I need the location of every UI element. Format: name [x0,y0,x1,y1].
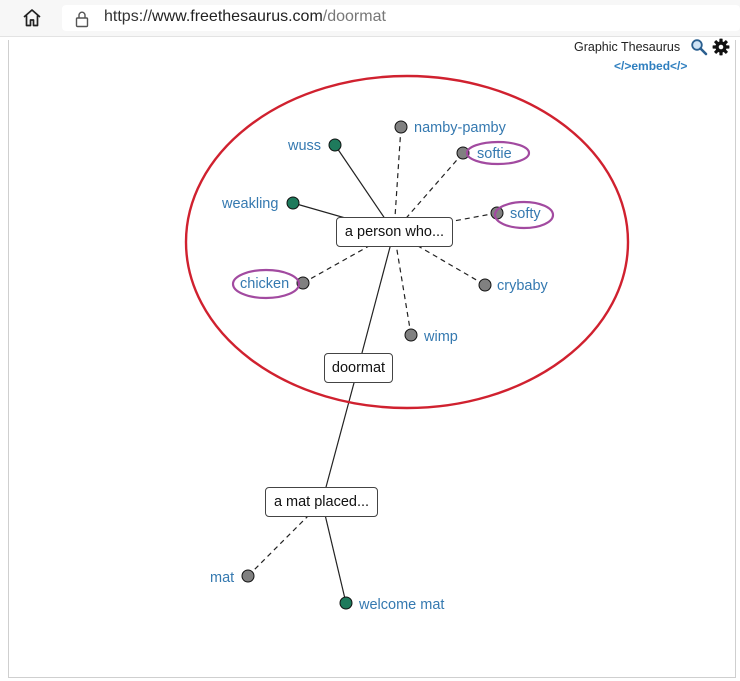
edge-wimp [393,231,412,336]
word-softy[interactable]: softy [510,206,541,222]
thesaurus-panel [8,40,736,678]
word-chicken[interactable]: chicken [240,276,290,292]
node-mat[interactable] [241,569,255,583]
url-path: /doormat [322,8,386,25]
word-crybaby[interactable]: crybaby [497,278,548,294]
embed-link[interactable]: </>embed</> [614,59,688,73]
home-icon[interactable] [20,6,44,30]
word-weakling[interactable]: weakling [222,196,279,212]
sense-node-mat-label: a mat placed... [273,494,370,510]
sense-node-mat[interactable]: a mat placed... [265,487,378,517]
annotation-highlight-softie [465,140,531,166]
annotation-highlight-softy [493,200,555,230]
edge-root-sense-1 [357,231,395,369]
url-text[interactable]: https://www.freethesaurus.com/doormat [104,8,386,26]
node-chicken[interactable] [296,276,310,290]
node-welcome-mat[interactable] [339,596,353,610]
url-host: www.freethesaurus.com [152,8,323,25]
root-node-doormat[interactable]: doormat [324,353,393,383]
node-wuss[interactable] [328,138,342,152]
root-node-label: doormat [331,360,386,376]
annotation-circle-sense-1 [184,74,630,410]
browser-toolbar: https://www.freethesaurus.com/doormat [0,0,740,37]
node-softie[interactable] [456,146,470,160]
url-scheme: https:// [104,8,153,25]
sense-node-person-label: a person who... [344,224,445,240]
word-welcome-mat[interactable]: welcome mat [359,597,445,613]
address-bar[interactable]: https://www.freethesaurus.com/doormat [62,5,740,31]
word-softie[interactable]: softie [477,146,512,162]
annotation-highlight-chicken [231,268,301,300]
gear-icon[interactable] [712,38,730,56]
search-icon[interactable] [690,38,708,56]
edge-welcome-mat [321,501,347,604]
lock-icon [75,11,89,28]
edge-root-sense-2 [321,367,359,503]
node-crybaby[interactable] [478,278,492,292]
node-weakling[interactable] [286,196,300,210]
node-wimp[interactable] [404,328,418,342]
graphic-thesaurus-title: Graphic Thesaurus [574,40,681,54]
word-wuss[interactable]: wuss [288,138,322,154]
word-namby-pamby[interactable]: namby-pamby [414,120,506,136]
word-wimp[interactable]: wimp [424,329,458,345]
node-namby-pamby[interactable] [394,120,408,134]
sense-node-person[interactable]: a person who... [336,217,453,247]
word-mat[interactable]: mat [210,570,235,586]
